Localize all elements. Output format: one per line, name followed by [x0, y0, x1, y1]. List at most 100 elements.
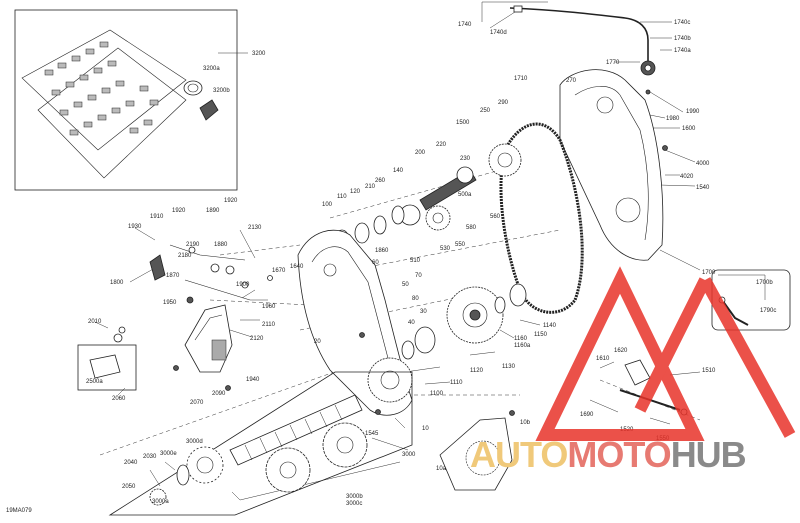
- callout-210: 210: [365, 184, 376, 190]
- callout-270: 270: [566, 78, 577, 84]
- callout-120: 120: [350, 189, 361, 195]
- callout-250: 250: [480, 108, 491, 114]
- callout-2050: 2050: [122, 484, 136, 490]
- callout-2070: 2070: [190, 400, 204, 406]
- callout-3000b: 3000b: [346, 494, 363, 500]
- callout-110: 110: [337, 194, 347, 200]
- callout-1700: 1700: [702, 270, 716, 276]
- callout-200: 200: [415, 150, 426, 156]
- inset-2500a: [77, 333, 137, 391]
- callout-2500a: 2500a: [86, 379, 103, 385]
- callout-1150: 1150: [534, 332, 548, 338]
- callout-1610: 1610: [596, 356, 610, 362]
- callout-1880: 1880: [214, 242, 228, 248]
- callout-2110: 2110: [262, 322, 276, 328]
- callout-1920: 1920: [172, 208, 186, 214]
- callout-220: 220: [436, 142, 447, 148]
- cable-1740: [509, 5, 656, 76]
- callout-1770: 1770: [606, 60, 620, 66]
- linkage-parts: [149, 244, 273, 304]
- callout-3000c: 3000c: [346, 501, 362, 507]
- callout-1980: 1980: [666, 116, 680, 122]
- callout-1960: 1960: [262, 304, 276, 310]
- callout-1900: 1900: [236, 282, 250, 288]
- callout-labels: 3200 3200a 3200b 1740 1740c 1740d 1740b …: [6, 20, 776, 514]
- callout-3200a: 3200a: [203, 66, 220, 72]
- callout-290: 290: [498, 100, 509, 106]
- callout-260: 260: [375, 178, 386, 184]
- diagram-code: 19MA079: [6, 508, 32, 514]
- watermark-text: AUTOMOTOHUB: [470, 434, 747, 476]
- cover-plate-10a: [439, 417, 513, 491]
- inset-3200: [14, 9, 248, 191]
- callout-580: 580: [466, 225, 477, 231]
- fasteners: [118, 89, 668, 416]
- callout-1620: 1620: [614, 348, 628, 354]
- callout-2190: 2190: [186, 242, 200, 248]
- callout-1930: 1930: [128, 224, 142, 230]
- callout-2030: 2030: [143, 454, 157, 460]
- stud-3200a: [183, 80, 203, 96]
- callout-1100: 1100: [430, 391, 444, 397]
- sprocket-250: [488, 143, 522, 177]
- seal-3000d: [186, 446, 224, 484]
- callout-40: 40: [408, 320, 415, 326]
- callout-80: 80: [412, 296, 419, 302]
- callout-1740c: 1740c: [674, 20, 690, 26]
- callout-10a: 10a: [436, 466, 447, 472]
- chaincase-cover-1770: [559, 69, 664, 261]
- callout-2090: 2090: [212, 391, 226, 397]
- callout-1740d: 1740d: [490, 30, 507, 36]
- callout-4000: 4000: [696, 161, 710, 167]
- callout-510: 510: [410, 258, 421, 264]
- callout-1800: 1800: [110, 280, 124, 286]
- callout-530: 530: [440, 246, 451, 252]
- callout-20: 20: [314, 339, 321, 345]
- callout-50: 50: [402, 282, 409, 288]
- callout-1120: 1120: [470, 368, 484, 374]
- callout-3000d: 3000d: [186, 439, 203, 445]
- callout-1910: 1910: [150, 214, 164, 220]
- callout-230: 230: [460, 156, 471, 162]
- callout-1640: 1640: [290, 264, 304, 270]
- callout-140: 140: [393, 168, 404, 174]
- callout-500a: 500a: [458, 192, 472, 198]
- callout-1950: 1950: [163, 300, 177, 306]
- callout-1160: 1160: [514, 336, 528, 342]
- watermark-triangle-icon: [535, 266, 796, 441]
- stud-3200b: [199, 99, 219, 121]
- callout-2120: 2120: [250, 336, 264, 342]
- callout-3000: 3000: [402, 452, 416, 458]
- watermark-part-moto: MOTO: [567, 434, 671, 475]
- callout-1540: 1540: [696, 185, 710, 191]
- callout-1160a: 1160a: [514, 343, 531, 349]
- callout-1860: 1860: [375, 248, 389, 254]
- drive-sprocket-3000c: [322, 422, 368, 468]
- callout-1920-b: 1920: [224, 198, 238, 204]
- callout-60: 60: [372, 260, 379, 266]
- callout-2180: 2180: [178, 253, 192, 259]
- callout-10b: 10b: [520, 420, 531, 426]
- callout-1500: 1500: [456, 120, 470, 126]
- callout-1700b: 1700b: [756, 280, 773, 286]
- callout-1940: 1940: [246, 377, 260, 383]
- callout-1890: 1890: [206, 208, 220, 214]
- callout-10: 10: [422, 426, 429, 432]
- leader-lines: [94, 1, 766, 501]
- chain-1500: [499, 122, 584, 314]
- tensioner-bracket-1940: [184, 304, 233, 373]
- callout-100: 100: [322, 202, 333, 208]
- callout-30: 30: [420, 309, 427, 315]
- callout-1130: 1130: [502, 364, 516, 370]
- callout-1140: 1140: [543, 323, 557, 329]
- callout-560: 560: [490, 214, 501, 220]
- callout-550: 550: [455, 242, 466, 248]
- callout-1545: 1545: [365, 431, 379, 437]
- watermark-part-auto: AUTO: [470, 434, 568, 475]
- callout-1740: 1740: [458, 22, 472, 28]
- callout-1790c: 1790c: [760, 308, 776, 314]
- watermark-part-hub: HUB: [670, 434, 747, 475]
- callout-1990: 1990: [686, 109, 700, 115]
